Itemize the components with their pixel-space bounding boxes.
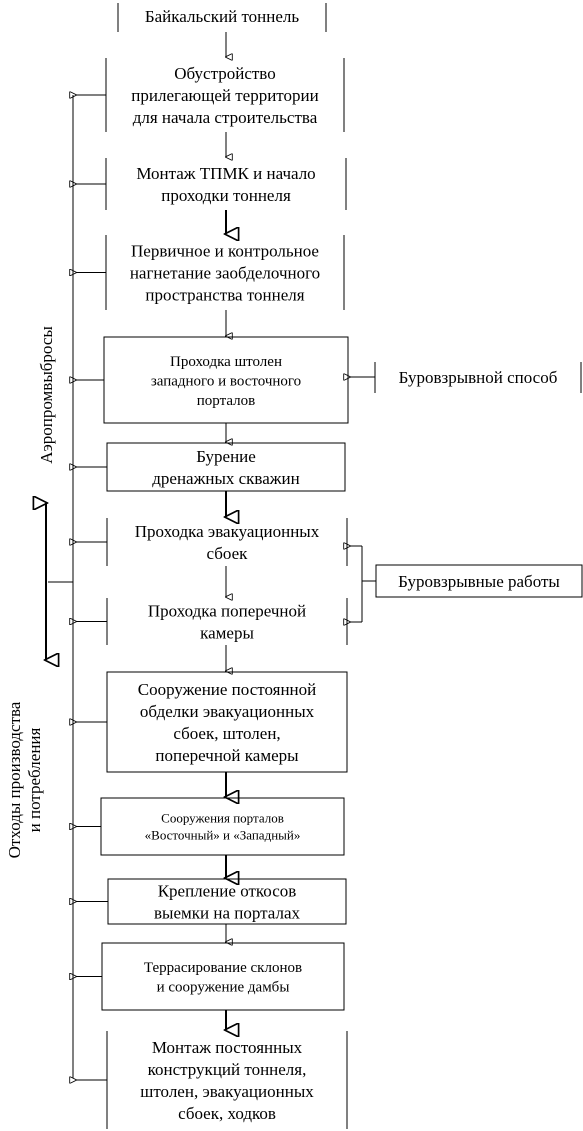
step-box-7: Проходка поперечной камеры: [106, 598, 348, 645]
step-4-line-2: западного и восточного: [151, 373, 301, 389]
step-box-2: Монтаж ТПМК и начало проходки тоннеля: [105, 158, 347, 210]
step-4-line-3: порталов: [197, 393, 255, 409]
blasting-method-label: Буровзрывной способ: [399, 368, 558, 387]
step-6-line-1: Проходка эвакуационных: [135, 522, 320, 541]
step-4-line-1: Проходка штолен: [170, 354, 282, 370]
step-1-line-1: Обустройство: [174, 64, 275, 83]
step-8-line-1: Сооружение постоянной: [138, 680, 317, 699]
step-5-line-2: дренажных скважин: [152, 469, 299, 488]
step-7-line-2: камеры: [200, 624, 254, 643]
step-3-line-1: Первичное и контрольное: [131, 241, 319, 260]
step-1-line-3: для начала строительства: [133, 108, 318, 127]
step-box-11: Террасирование склонов и сооружение дамбы: [101, 942, 345, 1011]
step-box-6: Проходка эвакуационных сбоек: [106, 518, 348, 566]
step-2-line-1: Монтаж ТПМК и начало: [136, 164, 315, 183]
step-box-8: Сооружение постоянной обделки эвакуационн…: [106, 671, 348, 773]
step-box-5: Бурение дренажных скважин: [106, 442, 346, 492]
blasting-works-label: Буровзрывные работы: [398, 572, 560, 591]
title-box: Байкальский тоннель: [117, 3, 327, 32]
step-10-line-1: Крепление откосов: [158, 881, 297, 900]
step-9-line-1: Сооружения порталов: [161, 811, 284, 826]
step-box-9: Сооружения порталов «Восточный» и «Западн…: [100, 797, 345, 856]
step-11-line-1: Террасирование склонов: [144, 960, 302, 976]
step-8-line-2: обделки эвакуационных: [140, 702, 315, 721]
step-2-line-2: проходки тоннеля: [161, 186, 291, 205]
step-box-3: Первичное и контрольное нагнетание заобде…: [105, 235, 345, 310]
step-12-line-3: штолен, эвакуационных: [140, 1082, 314, 1101]
step-12-line-2: конструкций тоннеля,: [148, 1060, 307, 1079]
step-1-line-2: прилегающей территории: [131, 86, 318, 105]
step-11-line-2: и сооружение дамбы: [157, 980, 290, 996]
step-9-line-2: «Восточный» и «Западный»: [145, 828, 301, 843]
step-5-line-1: Бурение: [196, 447, 256, 466]
blasting-method-box: Буровзрывной способ: [374, 362, 582, 393]
step-7-line-1: Проходка поперечной: [148, 601, 306, 620]
step-10-line-2: выемки на порталах: [154, 904, 300, 923]
waste-label-line1: Отходы производства: [5, 701, 24, 858]
diagram-title: Байкальский тоннель: [145, 7, 300, 26]
step-6-line-2: сбоек: [207, 544, 249, 563]
blasting-works-box: Буровзрывные работы: [375, 564, 583, 598]
step-box-12: Монтаж постоянных конструкций тоннеля, што…: [106, 1031, 348, 1129]
step-3-line-3: пространства тоннеля: [145, 286, 304, 305]
step-3-line-2: нагнетание заобделочного: [130, 263, 320, 282]
step-8-line-3: сбоек, штолен,: [173, 724, 280, 743]
step-box-10: Крепление откосов выемки на порталах: [107, 878, 347, 925]
step-box-1: Обустройство прилегающей территории для на…: [105, 58, 345, 132]
step-12-line-1: Монтаж постоянных: [152, 1038, 303, 1057]
step-8-line-4: поперечной камеры: [155, 746, 299, 765]
waste-label-line2: и потребления: [25, 727, 44, 832]
air-emissions-label: Аэропромвыбросы: [37, 326, 56, 464]
step-12-line-4: сбоек, ходков: [178, 1104, 276, 1123]
step-box-4: Проходка штолен западного и восточного пор…: [103, 336, 349, 424]
